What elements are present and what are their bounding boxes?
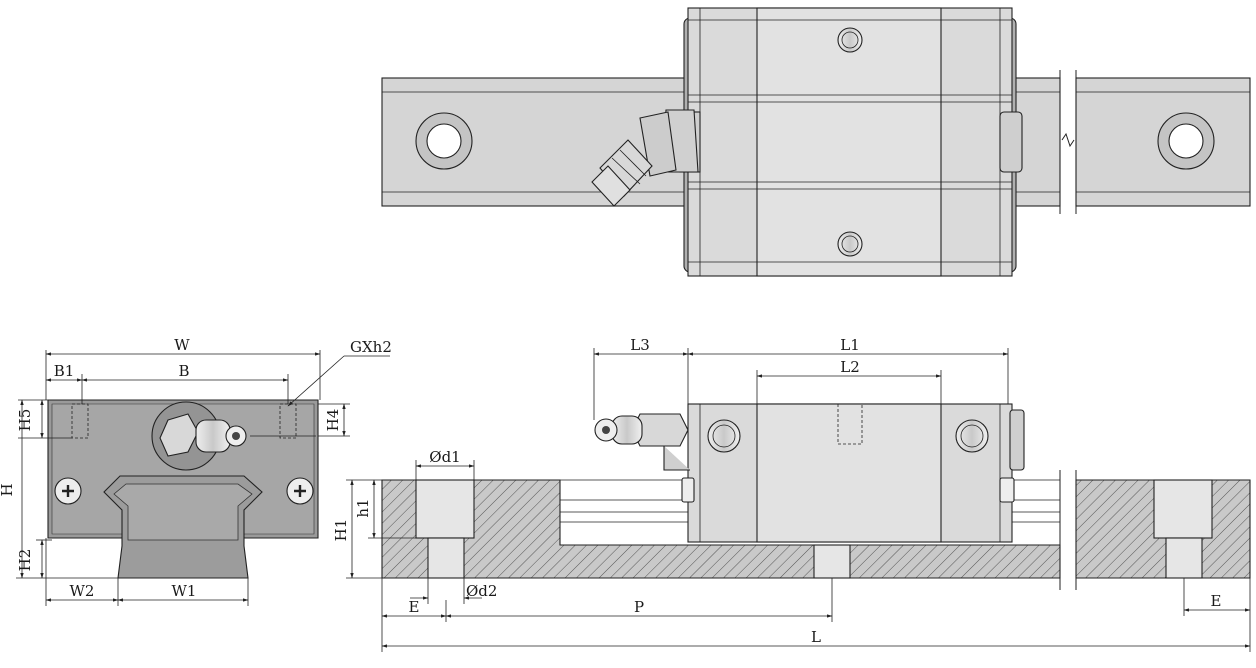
grease-nipple-top bbox=[591, 109, 699, 207]
label-E-left: E bbox=[409, 598, 420, 616]
end-view-dimensions: W B1 B GXh2 H5 H4 H H2 W2 bbox=[0, 336, 392, 606]
block-screw-top bbox=[837, 27, 863, 53]
label-W1: W1 bbox=[172, 582, 197, 600]
rail-section bbox=[381, 470, 1251, 590]
label-H: H bbox=[0, 483, 16, 496]
label-B1: B1 bbox=[54, 362, 75, 380]
label-W: W bbox=[174, 336, 190, 354]
label-L2: L2 bbox=[840, 358, 860, 376]
label-E-right: E bbox=[1211, 592, 1222, 610]
end-view bbox=[47, 399, 319, 579]
label-H5: H5 bbox=[16, 409, 34, 432]
label-H2: H2 bbox=[16, 549, 34, 572]
label-L1: L1 bbox=[840, 336, 860, 354]
label-d2: Ød2 bbox=[466, 582, 497, 600]
top-view bbox=[381, 7, 1251, 277]
label-d1: Ød1 bbox=[429, 448, 460, 466]
grease-nipple-side bbox=[594, 413, 690, 471]
block-screw-bottom bbox=[837, 231, 863, 257]
label-B: B bbox=[178, 362, 189, 380]
carriage-block-top bbox=[679, 7, 1023, 277]
label-L3: L3 bbox=[630, 336, 650, 354]
label-W2: W2 bbox=[70, 582, 95, 600]
label-H1: H1 bbox=[332, 519, 350, 542]
side-section-view bbox=[381, 403, 1251, 590]
side-view-dimensions: L3 L1 L2 Ød1 h1 H1 Ød2 E P bbox=[332, 336, 1251, 652]
label-P: P bbox=[634, 598, 644, 616]
label-H4: H4 bbox=[324, 409, 342, 432]
label-h1: h1 bbox=[354, 498, 372, 517]
label-GXh2: GXh2 bbox=[350, 338, 392, 356]
carriage-block-side bbox=[681, 403, 1025, 543]
label-L: L bbox=[811, 628, 821, 646]
